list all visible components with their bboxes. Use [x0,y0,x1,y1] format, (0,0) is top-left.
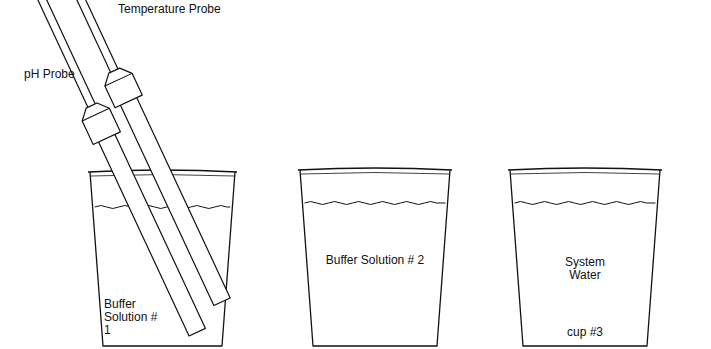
probe-label: pH Probe [24,68,75,81]
cup-label: cup #3 [540,326,630,339]
cup-label: System Water [550,256,620,282]
cup: Buffer Solution # 2 [300,168,450,346]
cup: System Water cup #3 [510,168,660,346]
cup-label: Buffer Solution # 1 [104,298,162,337]
cup-label: Buffer Solution # 2 [320,254,430,267]
probe-label: Temperature Probe [118,3,221,16]
ph-probe [26,0,210,338]
temperature-probe [58,0,235,308]
